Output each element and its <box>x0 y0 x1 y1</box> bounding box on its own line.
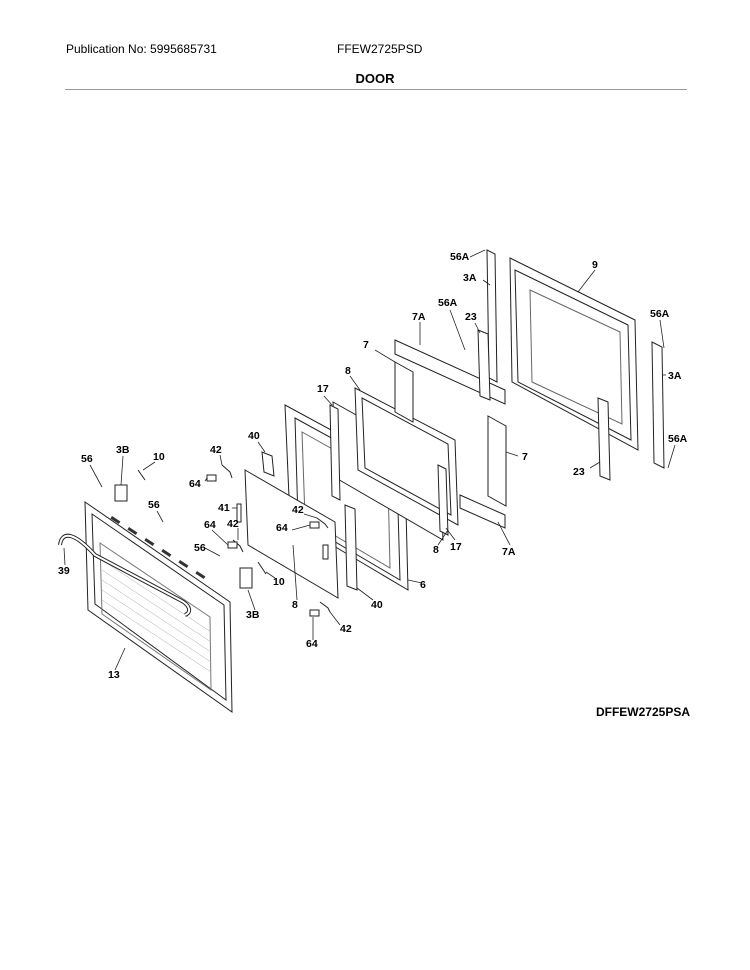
callout-56a-4: 56A <box>668 433 688 445</box>
diagram-code: DFFEW2725PSA <box>595 705 690 719</box>
callout-42-2: 42 <box>227 518 239 530</box>
door-handle <box>58 533 192 617</box>
callout-8-3: 8 <box>292 599 298 611</box>
glass-retainer-right <box>437 464 449 536</box>
insulation-strip-upper <box>394 339 506 405</box>
callout-40-2: 40 <box>371 599 383 611</box>
callout-10-2: 10 <box>273 576 285 588</box>
callout-56-3: 56 <box>194 542 206 554</box>
inner-door-liner <box>509 257 639 451</box>
clip-42-a <box>221 464 233 479</box>
header-rule <box>65 89 687 90</box>
outer-door-panel <box>84 501 233 713</box>
publication-number: Publication No: 5995685731 <box>66 42 217 56</box>
insulation-block-upper <box>394 361 414 423</box>
screw-10-b <box>257 561 267 575</box>
callout-6: 6 <box>420 579 426 591</box>
spacer-41-b <box>322 544 329 560</box>
callout-8-1: 8 <box>345 365 351 377</box>
vent-3b-lower <box>239 567 253 589</box>
spacer-41-a <box>236 503 242 523</box>
door-bracket-upper <box>261 451 275 477</box>
callout-56a-3: 56A <box>650 308 670 320</box>
pad-64-a <box>206 474 217 482</box>
callout-3a-2: 3A <box>668 370 682 382</box>
callout-64-3: 64 <box>276 522 288 534</box>
insulation-block-lower <box>487 415 507 507</box>
callout-3b-2: 3B <box>246 609 260 621</box>
insulation-strip-lower <box>459 494 506 529</box>
callout-7-2: 7 <box>522 451 528 463</box>
pad-64-c <box>309 521 320 529</box>
callout-23-1: 23 <box>465 311 477 323</box>
model-number: FFEW2725PSD <box>337 42 423 56</box>
callout-8-2: 8 <box>433 544 439 556</box>
pad-64-b <box>227 541 238 549</box>
callout-39: 39 <box>58 565 70 577</box>
leader-lines <box>63 249 676 671</box>
callout-56-2: 56 <box>148 499 160 511</box>
callout-41-1: 41 <box>218 502 230 514</box>
callout-42-3: 42 <box>292 504 304 516</box>
callout-56a-2: 56A <box>438 297 458 309</box>
callout-9: 9 <box>592 259 598 271</box>
pad-64-d <box>309 609 320 617</box>
callout-64-1: 64 <box>189 478 201 490</box>
section-title: DOOR <box>355 71 395 86</box>
clip-42-d <box>319 601 331 613</box>
callout-3b-1: 3B <box>116 444 130 456</box>
callout-42-1: 42 <box>210 444 222 456</box>
callout-42-4: 42 <box>340 623 352 635</box>
callout-64-4: 64 <box>306 638 318 650</box>
callout-23-2: 23 <box>573 466 585 478</box>
door-glass-front <box>244 469 339 599</box>
callout-7a-2: 7A <box>502 546 516 558</box>
screw-10-a <box>137 469 146 481</box>
callout-56-1: 56 <box>81 453 93 465</box>
callout-3a-1: 3A <box>463 272 477 284</box>
callout-40-1: 40 <box>248 430 260 442</box>
vent-3b-upper <box>114 484 128 502</box>
callout-17-2: 17 <box>450 541 462 553</box>
callout-13: 13 <box>108 669 120 681</box>
hinge-receiver-lower <box>597 397 611 481</box>
clip-42-c <box>316 517 329 529</box>
callout-17-1: 17 <box>317 383 329 395</box>
callout-56a-1: 56A <box>450 251 470 263</box>
callout-64-2: 64 <box>204 519 216 531</box>
callout-7a-1: 7A <box>412 311 426 323</box>
door-bracket-lower <box>344 504 358 591</box>
door-channel-right <box>651 341 665 469</box>
callout-10-1: 10 <box>153 451 165 463</box>
door-glass-rear <box>354 387 459 526</box>
callout-7-1: 7 <box>363 339 369 351</box>
hinge-receiver-upper <box>477 329 491 401</box>
glass-retainer-left <box>329 404 341 501</box>
